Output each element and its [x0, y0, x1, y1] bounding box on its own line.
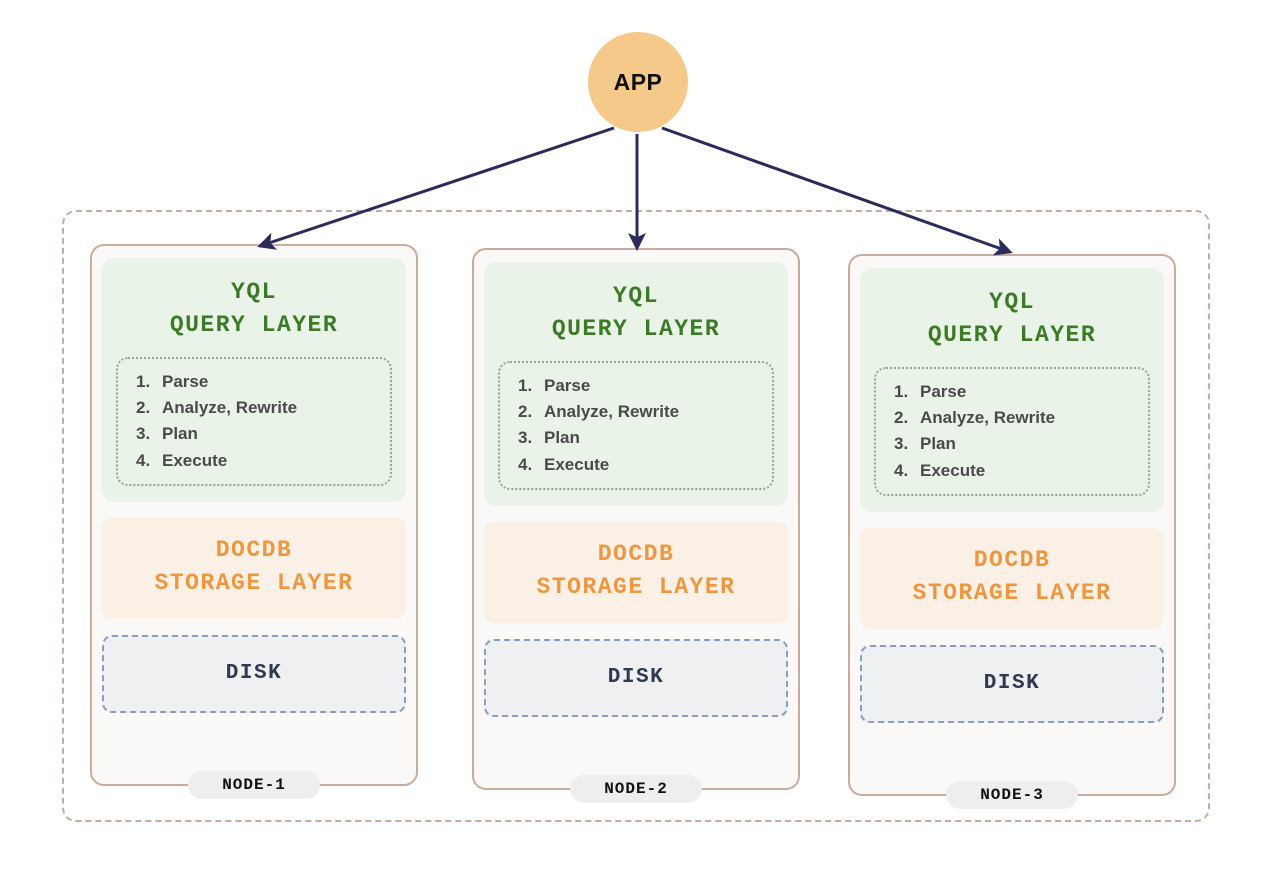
docdb-storage-layer-panel: DOCDB STORAGE LAYER	[484, 522, 788, 623]
list-item: 3. Plan	[136, 421, 380, 447]
yql-title-line1: YQL	[989, 289, 1035, 315]
node-badge-label: NODE-3	[980, 786, 1044, 804]
step-number: 3.	[136, 424, 151, 444]
step-number: 2.	[136, 398, 151, 418]
step-label: Plan	[162, 424, 198, 444]
yql-title-line2: QUERY LAYER	[169, 312, 339, 339]
yql-title-line1: YQL	[231, 279, 277, 305]
node-badge-3: NODE-3	[946, 781, 1078, 809]
step-label: Analyze, Rewrite	[920, 408, 1056, 428]
yql-query-layer-panel: YQL QUERY LAYER 1. Parse 2. Analyze, Rew…	[102, 258, 406, 503]
node-badge-label: NODE-2	[604, 780, 668, 798]
yql-title-line1: YQL	[613, 283, 659, 309]
docdb-storage-layer-panel: DOCDB STORAGE LAYER	[860, 528, 1164, 629]
step-number: 4.	[518, 454, 533, 474]
node-badge-2: NODE-2	[570, 775, 702, 803]
query-steps-list: 1. Parse 2. Analyze, Rewrite 3. Plan 4. …	[894, 379, 1138, 484]
list-item: 2. Analyze, Rewrite	[894, 405, 1138, 431]
yql-query-layer-panel: YQL QUERY LAYER 1. Parse 2. Analyze, Rew…	[860, 268, 1164, 513]
disk-label: DISK	[607, 666, 665, 690]
step-number: 2.	[894, 408, 909, 428]
yql-title: YQL QUERY LAYER	[498, 280, 774, 347]
list-item: 1. Parse	[894, 379, 1138, 405]
list-item: 4. Execute	[518, 452, 762, 478]
docdb-title: DOCDB STORAGE LAYER	[870, 544, 1154, 611]
query-steps-box: 1. Parse 2. Analyze, Rewrite 3. Plan 4. …	[874, 366, 1150, 497]
step-label: Analyze, Rewrite	[162, 398, 298, 418]
docdb-title: DOCDB STORAGE LAYER	[112, 534, 396, 601]
list-item: 4. Execute	[894, 458, 1138, 484]
step-label: Execute	[920, 460, 986, 480]
disk-label: DISK	[983, 672, 1041, 696]
query-steps-list: 1. Parse 2. Analyze, Rewrite 3. Plan 4. …	[136, 369, 380, 474]
step-label: Parse	[162, 371, 209, 391]
node-badge-1: NODE-1	[188, 771, 320, 799]
node-card-3[interactable]: YQL QUERY LAYER 1. Parse 2. Analyze, Rew…	[848, 254, 1176, 796]
docdb-title-line2: STORAGE LAYER	[536, 574, 736, 601]
docdb-title-line1: DOCDB	[973, 547, 1051, 574]
list-item: 1. Parse	[518, 373, 762, 399]
list-item: 2. Analyze, Rewrite	[518, 399, 762, 425]
list-item: 2. Analyze, Rewrite	[136, 395, 380, 421]
yql-title-line2: QUERY LAYER	[551, 316, 721, 343]
step-number: 3.	[518, 428, 533, 448]
disk-box: DISK	[484, 638, 788, 717]
list-item: 1. Parse	[136, 369, 380, 395]
step-number: 2.	[518, 402, 533, 422]
step-number: 1.	[518, 375, 533, 395]
app-node[interactable]: APP	[588, 32, 688, 132]
docdb-title: DOCDB STORAGE LAYER	[494, 538, 778, 605]
yql-title-line2: QUERY LAYER	[927, 322, 1097, 349]
list-item: 4. Execute	[136, 448, 380, 474]
step-label: Execute	[544, 454, 610, 474]
disk-box: DISK	[102, 634, 406, 713]
query-steps-box: 1. Parse 2. Analyze, Rewrite 3. Plan 4. …	[498, 360, 774, 491]
step-number: 1.	[136, 371, 151, 391]
list-item: 3. Plan	[518, 425, 762, 451]
yql-title: YQL QUERY LAYER	[874, 286, 1150, 353]
app-label: APP	[613, 68, 663, 95]
list-item: 3. Plan	[894, 431, 1138, 457]
step-label: Parse	[544, 375, 591, 395]
step-label: Plan	[920, 434, 956, 454]
step-label: Analyze, Rewrite	[544, 402, 680, 422]
docdb-title-line1: DOCDB	[597, 541, 675, 568]
node-badge-label: NODE-1	[222, 776, 286, 794]
docdb-storage-layer-panel: DOCDB STORAGE LAYER	[102, 518, 406, 619]
yql-title: YQL QUERY LAYER	[116, 276, 392, 343]
step-number: 3.	[894, 434, 909, 454]
docdb-title-line2: STORAGE LAYER	[912, 580, 1112, 607]
disk-box: DISK	[860, 644, 1164, 723]
docdb-title-line1: DOCDB	[215, 537, 293, 564]
query-steps-box: 1. Parse 2. Analyze, Rewrite 3. Plan 4. …	[116, 356, 392, 487]
step-label: Execute	[162, 450, 228, 470]
step-number: 4.	[136, 450, 151, 470]
step-number: 4.	[894, 460, 909, 480]
disk-label: DISK	[225, 662, 283, 686]
step-number: 1.	[894, 381, 909, 401]
node-card-1[interactable]: YQL QUERY LAYER 1. Parse 2. Analyze, Rew…	[90, 244, 418, 786]
node-card-2[interactable]: YQL QUERY LAYER 1. Parse 2. Analyze, Rew…	[472, 248, 800, 790]
docdb-title-line2: STORAGE LAYER	[154, 570, 354, 597]
step-label: Parse	[920, 381, 967, 401]
step-label: Plan	[544, 428, 580, 448]
yql-query-layer-panel: YQL QUERY LAYER 1. Parse 2. Analyze, Rew…	[484, 262, 788, 507]
query-steps-list: 1. Parse 2. Analyze, Rewrite 3. Plan 4. …	[518, 373, 762, 478]
